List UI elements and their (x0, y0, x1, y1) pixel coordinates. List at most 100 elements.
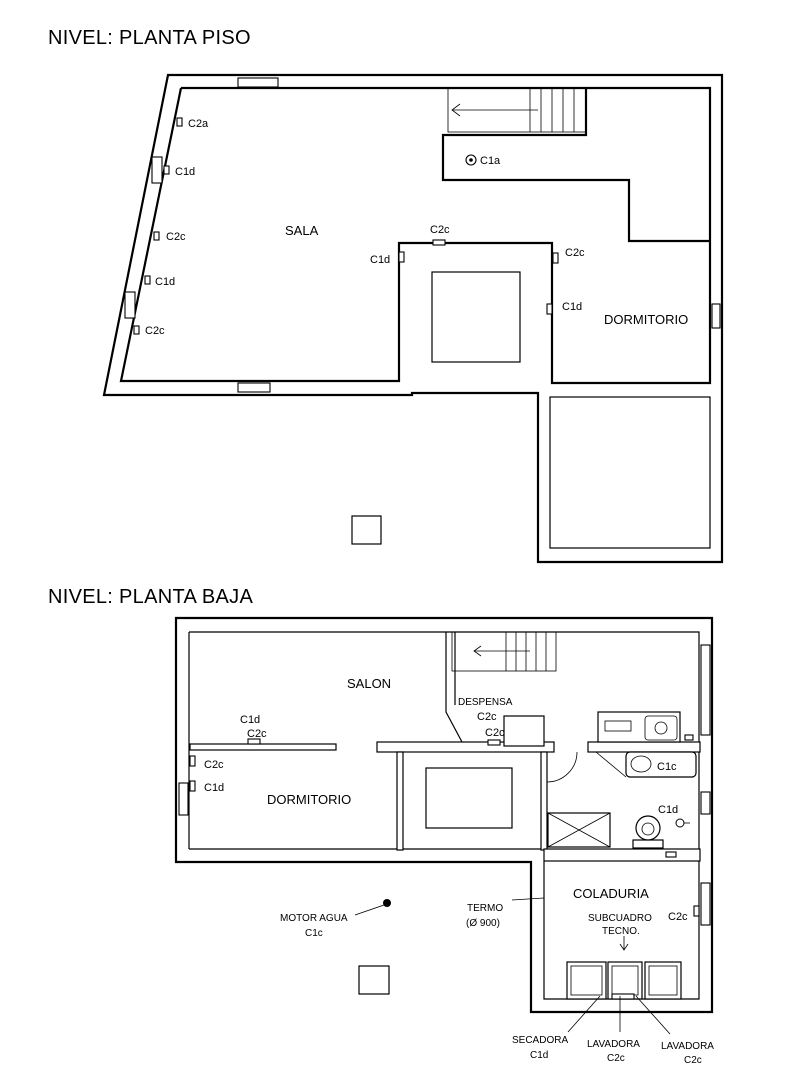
upper-room-dormitorio: DORMITORIO (604, 312, 688, 327)
upper-floor-plan: NIVEL: PLANTA PISO (48, 27, 724, 564)
ground-socket-despensa (487, 739, 501, 746)
ground-label-secadora-circuit: C1d (530, 1050, 548, 1061)
ground-label-dorm-c2c: C2c (204, 759, 224, 771)
ground-despensa-appliance (503, 715, 545, 747)
upper-floor-title: NIVEL: PLANTA PISO (48, 27, 251, 49)
upper-label-c1d-core-right: C1d (562, 301, 582, 313)
ground-kitchen-sink (644, 715, 678, 741)
upper-room-sala: SALA (285, 223, 319, 238)
upper-socket-c1d-core-right (546, 303, 553, 315)
ground-label-salon-c2c: C2c (247, 728, 267, 740)
upper-socket-c1d-left-2 (144, 275, 151, 285)
ground-floor-title: NIVEL: PLANTA BAJA (48, 586, 253, 608)
ground-bath-door-swing (546, 751, 578, 783)
ground-stairs (451, 631, 557, 672)
upper-stairs (447, 87, 587, 133)
upper-label-c2a: C2a (188, 118, 209, 130)
ground-room-coladuria: COLADURIA (573, 886, 649, 901)
ground-lavadora-1-box (607, 961, 643, 1000)
upper-label-c1d-left-1: C1d (175, 166, 195, 178)
ground-floor-plan: NIVEL: PLANTA BAJA (48, 586, 714, 1066)
ground-partition-bath-top (587, 741, 701, 753)
upper-light-c1a-icon (465, 154, 477, 166)
upper-socket-c2c-core-right (552, 252, 559, 264)
upper-window-left-2 (124, 291, 136, 319)
upper-window-left-1 (151, 156, 163, 184)
ground-hob (604, 720, 632, 732)
ground-window-left (178, 782, 189, 816)
ground-secadora-box (566, 961, 607, 1000)
ground-label-motor-agua: MOTOR AGUA (280, 913, 348, 924)
ground-label-lavadora-2-circuit: C2c (684, 1055, 702, 1066)
upper-label-c2c-left-2: C2c (145, 325, 165, 337)
ground-leader-motor (354, 904, 385, 916)
ground-partition-coladuria-top (543, 848, 701, 862)
upper-socket-c2c-core-top (432, 239, 446, 246)
upper-window-bottom (237, 382, 271, 393)
upper-label-c1d-left-2: C1d (155, 276, 175, 288)
ground-bath-diag (595, 751, 627, 778)
ground-partition-salon-dorm (189, 743, 337, 751)
ground-socket-coladuria-c2c (693, 905, 700, 917)
ground-leader-secadora (567, 995, 601, 1033)
ground-sink-drain (654, 721, 668, 735)
ground-motor-agua-icon (383, 899, 391, 907)
upper-core-shaft (431, 271, 521, 363)
upper-lower-right-room (549, 396, 711, 549)
upper-label-c1a: C1a (480, 155, 501, 167)
ground-core-shaft (425, 767, 513, 829)
upper-window-top (237, 77, 279, 88)
ground-label-despensa-c2c-2: C2c (485, 727, 505, 739)
upper-floor-inner-wall (119, 86, 712, 385)
upper-socket-c1d-left-1 (163, 165, 170, 175)
ground-partition-dorm-right (396, 751, 404, 851)
ground-kitchen-counter (597, 711, 681, 743)
ground-window-right-mid (700, 791, 711, 815)
ground-label-bath-c1c: C1c (657, 761, 677, 773)
ground-light-c1d-bath-icon (675, 818, 690, 828)
upper-window-right (711, 303, 721, 329)
ground-socket-dorm-c1d (189, 780, 196, 792)
ground-label-despensa-c2c: C2c (477, 711, 497, 723)
upper-label-c2c-core-top: C2c (430, 224, 450, 236)
ground-label-subcuadro-1: SUBCUADRO (588, 913, 652, 924)
ground-socket-bath-bottom (665, 851, 677, 858)
ground-partition-core-top (376, 741, 555, 753)
ground-room-salon: SALON (347, 676, 391, 691)
ground-despensa-wall (445, 632, 463, 743)
ground-lavadora-2-inner (648, 965, 678, 996)
ground-label-termo-diameter: (Ø 900) (466, 918, 500, 929)
upper-socket-c2a (176, 117, 183, 127)
ground-label-termo: TERMO (467, 903, 503, 914)
upper-socket-c2c-left-2 (133, 325, 140, 335)
upper-socket-c2c-left-1 (153, 231, 160, 241)
ground-label-lavadora-2: LAVADORA (661, 1041, 714, 1052)
upper-label-c2c-left-1: C2c (166, 231, 186, 243)
ground-window-right-top (700, 644, 711, 736)
ground-secadora-inner (570, 965, 603, 996)
upper-small-square (351, 515, 382, 545)
ground-label-lavadora-1-circuit: C2c (607, 1053, 625, 1064)
ground-toilet (632, 815, 664, 849)
ground-partition-bath-left (540, 751, 548, 851)
ground-socket-salon (247, 738, 261, 745)
ground-label-motor-agua-circuit: C1c (305, 928, 323, 939)
ground-leader-lavadora-2 (635, 995, 671, 1035)
ground-basin-bowl (630, 755, 652, 773)
ground-shower-x2 (547, 812, 611, 848)
upper-socket-c1d-core-left (398, 251, 405, 263)
ground-label-subcuadro-2: TECNO. (602, 926, 640, 937)
ground-room-dormitorio: DORMITORIO (267, 792, 351, 807)
ground-lavadora-2-box (644, 961, 682, 1000)
upper-label-c2c-core-right: C2c (565, 247, 585, 259)
ground-label-bath-c1d: C1d (658, 804, 678, 816)
ground-label-secadora: SECADORA (512, 1035, 568, 1046)
ground-label-salon-c1d: C1d (240, 714, 260, 726)
ground-room-despensa: DESPENSA (458, 697, 513, 708)
ground-socket-dorm-c2c (189, 755, 196, 767)
ground-leader-termo (511, 897, 545, 901)
ground-small-square (358, 965, 390, 995)
ground-label-coladuria-c2c: C2c (668, 911, 688, 923)
upper-label-c1d-core-left: C1d (370, 254, 390, 266)
